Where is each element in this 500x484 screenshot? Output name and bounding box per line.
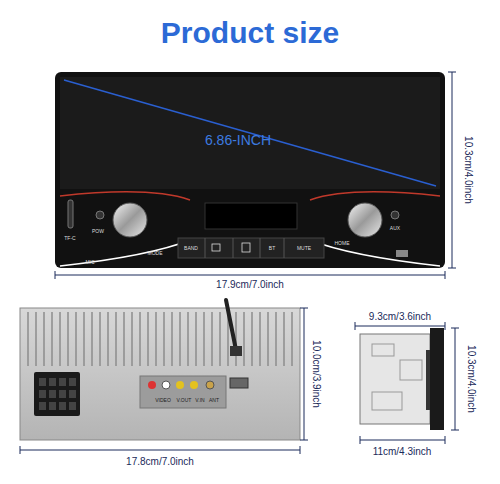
heat-fin: [163, 312, 165, 366]
heat-fin: [35, 312, 37, 366]
connector-pin: [39, 390, 46, 398]
connector-pin: [69, 402, 76, 410]
dimension-lines: [355, 322, 459, 444]
dimension-lines: [20, 308, 308, 454]
connector-pin: [59, 378, 66, 386]
dimension-label: 17.9cm/7.0inch: [215, 280, 285, 290]
heat-fin: [283, 312, 285, 366]
front-view: [55, 72, 445, 268]
connector-pin: [59, 402, 66, 410]
heat-fin: [83, 312, 85, 366]
heat-fin: [251, 312, 253, 366]
heat-fin: [179, 312, 181, 366]
connector-pin: [39, 402, 46, 410]
heat-fin: [171, 312, 173, 366]
heat-fin: [187, 312, 189, 366]
connector-pin: [49, 402, 56, 410]
heat-fin: [107, 312, 109, 366]
port-label: MIC: [84, 260, 95, 265]
heat-fin: [203, 312, 205, 366]
dimension-label: 10.3cm/4.0inch: [466, 344, 476, 414]
dimension-label: 10.0cm/3.9inch: [311, 339, 321, 409]
heat-fin: [67, 312, 69, 366]
heat-fin: [211, 312, 213, 366]
heat-fin: [267, 312, 269, 366]
heat-fin: [115, 312, 117, 366]
heat-fin: [99, 312, 101, 366]
heat-fin: [123, 312, 125, 366]
heat-fin: [75, 312, 77, 366]
heat-fin: [155, 312, 157, 366]
dimension-label: 10.3cm/4.0inch: [463, 135, 473, 205]
port-label: BAND: [183, 246, 199, 251]
dimension-label: 6.86-INCH: [204, 133, 272, 147]
side-view: [360, 328, 444, 430]
port-label: ANT: [208, 398, 220, 403]
heat-fin: [147, 312, 149, 366]
connector-pin: [59, 390, 66, 398]
port-label: HOME: [334, 241, 351, 246]
heat-fin: [219, 312, 221, 366]
port-label: V.IN: [194, 398, 205, 403]
port-label: MODE: [147, 251, 164, 256]
connector-pin: [69, 390, 76, 398]
heat-fin: [27, 312, 29, 366]
port-label: VIDEO: [154, 398, 172, 403]
dimension-label: 9.3cm/3.6inch: [368, 312, 432, 322]
connector-pin: [39, 378, 46, 386]
title: Product size: [161, 18, 339, 48]
dimension-label: 11cm/4.3inch: [372, 447, 433, 457]
dimension-label: 17.8cm/7.0inch: [125, 457, 195, 467]
heat-fin: [91, 312, 93, 366]
heat-fin: [275, 312, 277, 366]
heat-fin: [195, 312, 197, 366]
port-label: BT: [268, 246, 276, 251]
heat-fin: [59, 312, 61, 366]
port-label: TF-C: [63, 236, 76, 241]
port-label: MUTE: [296, 246, 312, 251]
heat-fin: [51, 312, 53, 366]
port-label: V.OUT: [176, 398, 193, 403]
port-label: AUX: [389, 226, 401, 231]
connector-pin: [49, 378, 56, 386]
heat-fin: [139, 312, 141, 366]
heat-fin: [43, 312, 45, 366]
heat-fin: [131, 312, 133, 366]
connector-pin: [69, 378, 76, 386]
dimension-lines: [55, 72, 456, 279]
heat-fin: [259, 312, 261, 366]
back-view: [20, 300, 300, 440]
heat-fin: [243, 312, 245, 366]
port-label: POW: [91, 229, 105, 234]
heat-fin: [291, 312, 293, 366]
connector-pin: [49, 390, 56, 398]
